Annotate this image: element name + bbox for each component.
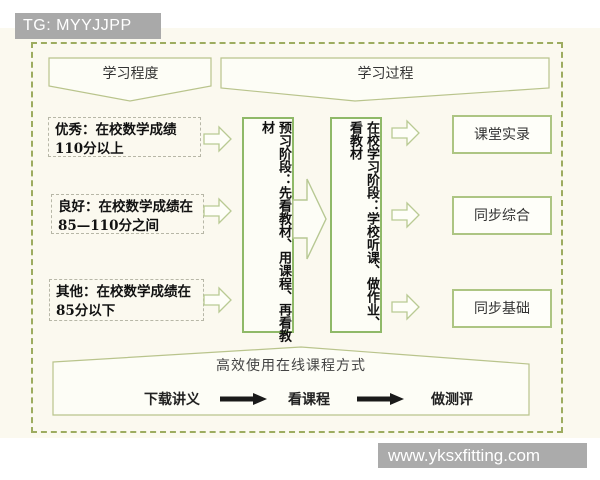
- flow-step-do-assessment: 做测评: [431, 391, 473, 407]
- header-right-label: 学习过程: [357, 65, 414, 81]
- right-arrow-icon: [391, 293, 420, 321]
- flow-step-watch-course: 看课程: [288, 391, 330, 407]
- level-box-other: 其他：在校数学成绩在 85分以下: [49, 279, 204, 321]
- right-arrow-icon: [203, 286, 232, 314]
- right-arrow-icon: [391, 119, 420, 147]
- flow-step-download-handout: 下载讲义: [144, 391, 200, 407]
- resource-box-classroom-record: 课堂实录: [452, 115, 552, 154]
- header-left-label: 学习程度: [102, 65, 159, 81]
- resource-label: 同步基础: [474, 300, 530, 316]
- stage-preview-text: 预习阶段：先看教材、用课程、再看教材: [260, 121, 292, 342]
- resource-label: 课堂实录: [474, 126, 530, 142]
- level-line2: 85—110分之间: [58, 217, 159, 234]
- stage-in-school-text: 在校学习阶段：学校听课、做作业、看教材: [348, 121, 380, 329]
- level-box-good: 良好：在校数学成绩在 85—110分之间: [51, 194, 204, 234]
- bottom-flow-title: 高效使用在线课程方式: [216, 357, 366, 373]
- level-box-excellent: 优秀：在校数学成绩 110分以上: [48, 117, 201, 157]
- bottom-pentagon-shape: [52, 346, 530, 416]
- resource-box-sync-comprehensive: 同步综合: [452, 196, 552, 235]
- black-flow-arrow-icon: [220, 393, 267, 405]
- stage-box-preview: [242, 117, 294, 333]
- stage-box-in-school: [330, 117, 382, 333]
- resource-box-sync-basic: 同步基础: [452, 289, 552, 328]
- banner-shape: [220, 57, 550, 102]
- header-banner-learning-level: 学习程度: [48, 57, 213, 103]
- big-right-arrow-icon: [292, 178, 327, 260]
- watermark-top-text: TG: MYYJJPP: [23, 17, 132, 34]
- level-line1: 良好：在校数学成绩在: [58, 199, 193, 215]
- banner-shape: [48, 57, 212, 102]
- right-arrow-icon: [203, 125, 232, 153]
- header-banner-learning-process: 学习过程: [220, 57, 551, 103]
- watermark-badge-top: TG: MYYJJPP: [15, 13, 161, 39]
- right-arrow-icon: [203, 197, 232, 225]
- level-line1: 其他：在校数学成绩在: [56, 284, 191, 300]
- black-flow-arrow-icon: [357, 393, 404, 405]
- level-line1: 优秀：在校数学成绩: [55, 122, 177, 138]
- right-arrow-icon: [391, 201, 420, 229]
- level-line2: 85分以下: [56, 302, 116, 319]
- watermark-bottom-text: www.yksxfitting.com: [388, 445, 541, 465]
- watermark-badge-bottom: www.yksxfitting.com: [378, 443, 587, 468]
- resource-label: 同步综合: [474, 207, 530, 223]
- level-line2: 110分以上: [55, 140, 124, 157]
- diagram-dashed-border: [31, 42, 563, 433]
